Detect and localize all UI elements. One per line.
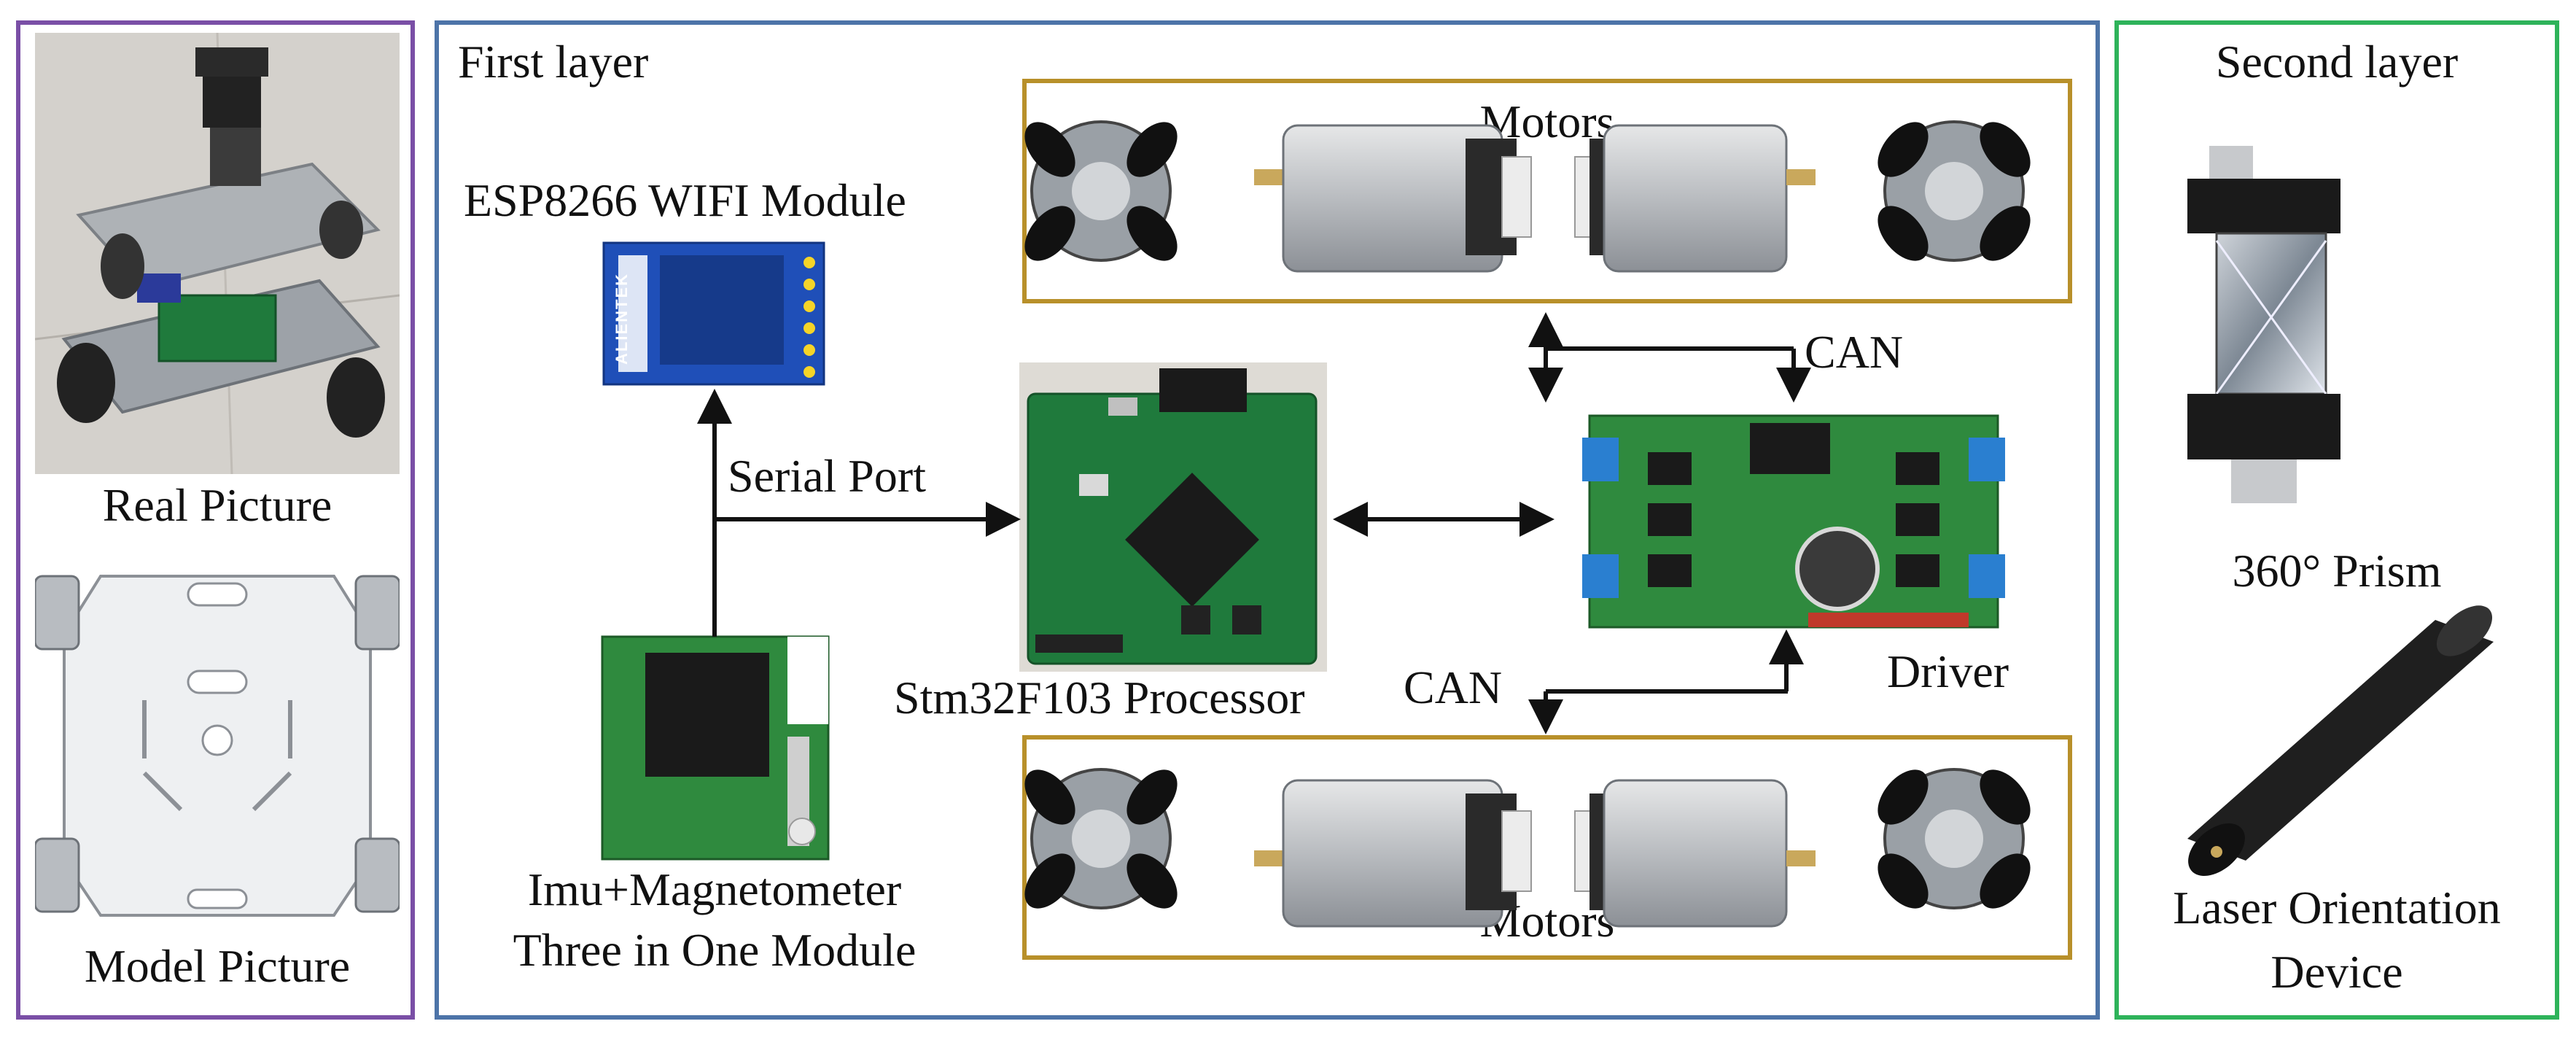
laser-device-illustration bbox=[2187, 605, 2494, 877]
processor-label: Stm32F103 Processor bbox=[894, 672, 1305, 723]
serial-port-label: Serial Port bbox=[728, 450, 926, 502]
mecanum-wheel-top-left bbox=[1024, 120, 1178, 262]
arrows bbox=[697, 312, 1811, 734]
wifi-chip-text: ALIENTEK bbox=[612, 273, 631, 365]
motors-bottom-box bbox=[1022, 735, 2072, 960]
driver-label: Driver bbox=[1887, 645, 2009, 697]
second-layer-panel bbox=[2114, 20, 2559, 1020]
motor-bottom-right bbox=[1574, 779, 1816, 928]
motor-top-left bbox=[1254, 124, 1532, 273]
laser-label-line1: Laser Orientation bbox=[2173, 882, 2501, 934]
motors-top-box bbox=[1022, 79, 2072, 303]
left-panel bbox=[16, 20, 415, 1020]
imu-label-line1: Imu+Magnetometer bbox=[527, 864, 902, 915]
can-top-label: CAN bbox=[1805, 326, 1904, 378]
wifi-module-label: ESP8266 WIFI Module bbox=[464, 174, 906, 226]
mecanum-wheel-bottom-left bbox=[1024, 768, 1178, 909]
driver-board bbox=[1575, 401, 2012, 635]
model-picture-label: Model Picture bbox=[84, 940, 351, 992]
first-layer-panel bbox=[435, 20, 2100, 1020]
laser-label-line2: Device bbox=[2270, 946, 2403, 998]
real-picture-label: Real Picture bbox=[102, 479, 332, 531]
first-layer-title: First layer bbox=[458, 36, 649, 88]
mecanum-wheel-bottom-right bbox=[1877, 768, 2031, 909]
second-layer-title: Second layer bbox=[2215, 36, 2459, 88]
prism-label: 360° Prism bbox=[2232, 545, 2442, 597]
processor-board bbox=[1019, 362, 1327, 672]
model-picture bbox=[35, 554, 400, 934]
robot-photo-illustration bbox=[35, 33, 400, 474]
wifi-module-board bbox=[602, 241, 825, 386]
real-picture bbox=[35, 33, 400, 474]
imu-label-line2: Three in One Module bbox=[513, 924, 917, 976]
can-bottom-label: CAN bbox=[1404, 661, 1503, 713]
motor-top-right bbox=[1574, 124, 1816, 273]
chassis-model-illustration bbox=[35, 575, 400, 917]
prism-illustration bbox=[2187, 146, 2340, 503]
motor-bottom-left bbox=[1254, 779, 1532, 928]
mecanum-wheel-top-right bbox=[1877, 120, 2031, 262]
imu-module-board bbox=[601, 635, 830, 861]
